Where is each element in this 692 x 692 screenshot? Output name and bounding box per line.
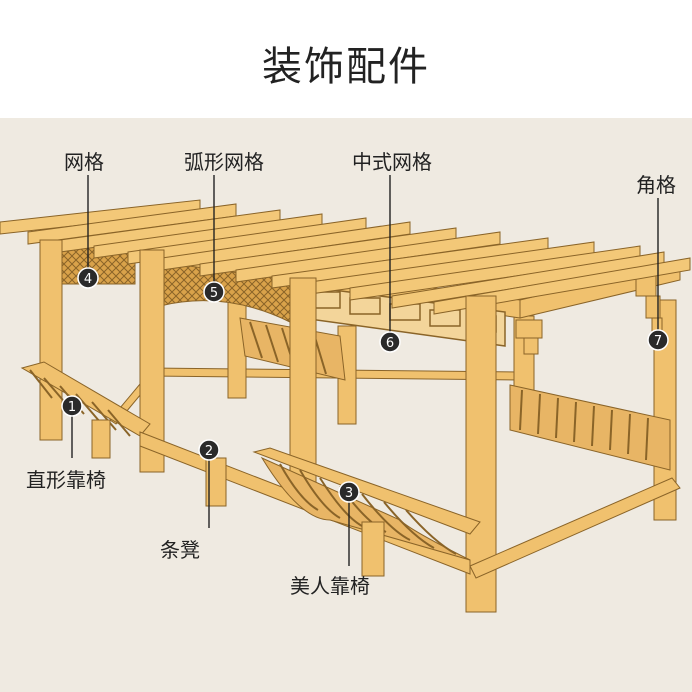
callout-number-3: 3 xyxy=(345,486,353,501)
callout-label-chinese-lattice: 中式网格 xyxy=(352,150,432,174)
callout-label-lattice: 网格 xyxy=(64,150,104,174)
callout-marker-2: 2 xyxy=(198,439,220,461)
callout-number-5: 5 xyxy=(210,286,218,301)
page-title: 装饰配件 xyxy=(262,44,430,90)
callout-marker-1: 1 xyxy=(61,395,83,417)
callout-label-straight-bench: 直形靠椅 xyxy=(26,468,106,492)
curved-back-bench xyxy=(252,447,481,577)
back-bench xyxy=(509,384,671,471)
title-band: 装饰配件 xyxy=(0,0,692,118)
callout-number-2: 2 xyxy=(205,444,213,459)
front-floor-beam xyxy=(469,477,681,579)
rafters xyxy=(0,199,691,315)
callout-label-long-bench: 条凳 xyxy=(160,538,200,562)
callout-label-arched-lattice: 弧形网格 xyxy=(184,150,264,174)
straight-back-bench xyxy=(20,361,151,459)
callout-number-4: 4 xyxy=(84,272,92,287)
callout-label-curved-bench: 美人靠椅 xyxy=(290,574,370,598)
callout-marker-7: 7 xyxy=(647,329,669,351)
callout-number-7: 7 xyxy=(654,334,662,349)
callout-marker-5: 5 xyxy=(203,281,225,303)
callout-label-corner-bracket: 角格 xyxy=(636,173,676,197)
callout-marker-3: 3 xyxy=(338,481,360,503)
callout-number-6: 6 xyxy=(386,336,394,351)
callout-number-1: 1 xyxy=(68,400,76,415)
leader-lines xyxy=(71,175,659,566)
callout-marker-4: 4 xyxy=(77,267,99,289)
callout-marker-6: 6 xyxy=(379,331,401,353)
